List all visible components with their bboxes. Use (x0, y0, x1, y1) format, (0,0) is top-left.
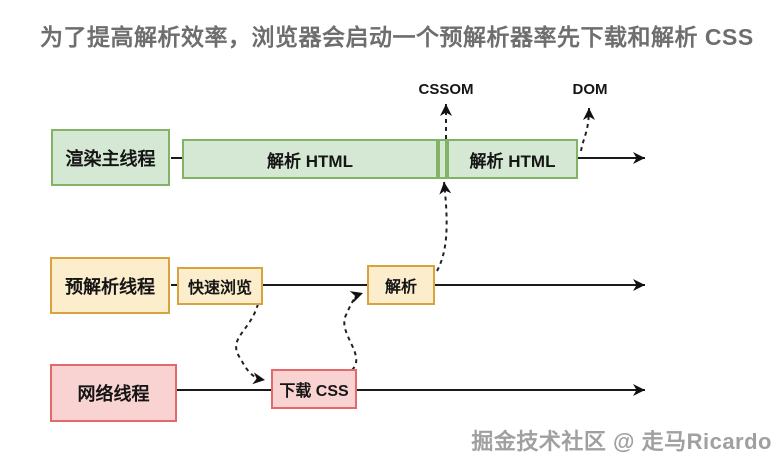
parse-html-box-1: 解析 HTML (182, 139, 438, 179)
download-to-parse-arrow (343, 291, 364, 371)
parse-css-box: 解析 (367, 265, 435, 305)
dom-label: DOM (572, 81, 608, 98)
watermark: 掘金技术社区 @ 走马Ricardo (471, 429, 772, 454)
page-title: 为了提高解析效率，浏览器会启动一个预解析器率先下载和解析 CSS (40, 24, 754, 50)
parse-html-divider (438, 139, 447, 179)
preview-to-download-arrow (235, 303, 266, 385)
cssom-label: CSSOM (418, 81, 474, 98)
parse-html-box-2: 解析 HTML (447, 139, 578, 179)
lane-label-network-thread: 网络线程 (50, 364, 177, 422)
parse-to-html-bar-arrow (436, 181, 452, 272)
lane-label-preparse-thread: 预解析线程 (50, 257, 170, 314)
lane-label-render-main-thread: 渲染主线程 (51, 129, 170, 186)
bar-to-dom-arrow (580, 107, 595, 152)
download-css-box: 下载 CSS (271, 369, 357, 409)
quick-scan-box: 快速浏览 (177, 267, 263, 305)
